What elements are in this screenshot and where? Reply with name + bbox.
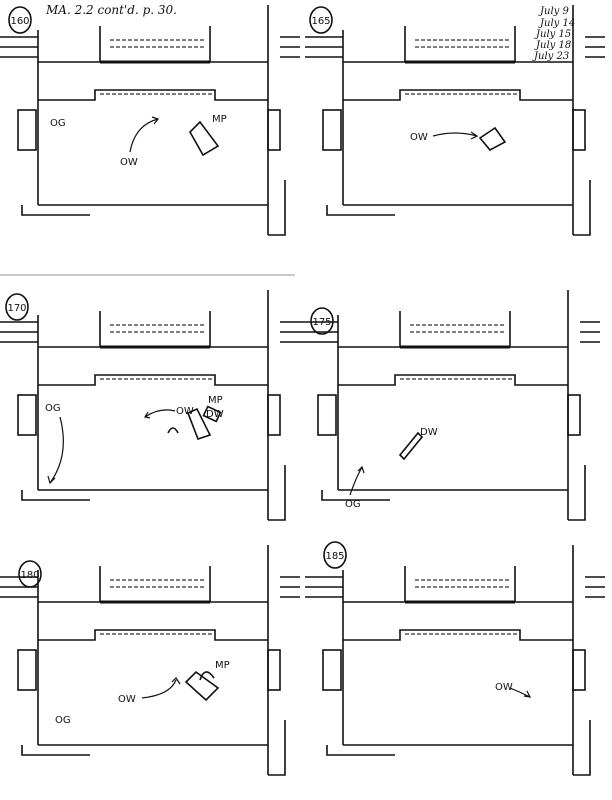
furniture-piece [478, 126, 507, 152]
panel-number-185: 185 [323, 541, 347, 569]
blocking-panel-160: 160 OG OW MP [0, 3, 302, 237]
actor-label: OW [410, 132, 428, 143]
actor-label: MP [208, 395, 223, 406]
furniture-piece [186, 407, 212, 441]
actor-label: OG [55, 715, 71, 726]
actor-label: OW [176, 406, 194, 417]
date-3: July 15 [534, 29, 571, 40]
actor-label: DW [206, 409, 224, 420]
furniture-piece [398, 431, 424, 461]
furniture-piece [189, 120, 220, 157]
actor-label: OG [50, 118, 66, 129]
actor-box [202, 405, 222, 423]
movement-arrow [349, 465, 365, 496]
movement-arrow [144, 409, 176, 419]
actor-label: OG [45, 403, 61, 414]
page-note: MA. 2.2 cont'd. p. 30. [45, 3, 177, 17]
date-4: July 18 [534, 40, 571, 51]
actor-label: DW [420, 427, 438, 438]
actor-label: OW [118, 694, 136, 705]
chair-mark [199, 671, 215, 681]
date-1: July 9 [538, 6, 569, 17]
panel-number: 165 [311, 16, 330, 27]
panel-number-circle [323, 541, 347, 569]
furniture-piece [184, 670, 220, 702]
actor-label: OG [345, 499, 361, 510]
panel-number-circle [18, 560, 42, 588]
panel-number-circle [309, 6, 333, 34]
blocking-panel-180: 180 OG OW MP [0, 543, 302, 777]
blocking-panel-165: 165 OW [303, 3, 607, 237]
rehearsal-dates: July 9 July 14 July 15 July 18 July 23 [532, 6, 575, 62]
panel-number-circle [310, 307, 334, 335]
actor-label: OW [495, 682, 513, 693]
movement-arrow [129, 116, 160, 153]
date-5: July 23 [532, 51, 569, 62]
panel-number-circle [8, 6, 32, 34]
blocking-panel-185: OW 185 [303, 543, 607, 777]
blocking-panel-170: 170 OG OW MP DW [0, 288, 302, 522]
panel-number: 185 [325, 551, 344, 562]
movement-arrow [47, 416, 64, 485]
actor-label: OW [120, 157, 138, 168]
panel-number: 160 [10, 16, 29, 27]
movement-arrow [509, 687, 532, 698]
movement-arrow [141, 677, 181, 699]
panel-number: 175 [312, 317, 331, 328]
panel-number: 170 [7, 303, 26, 314]
blocking-panel-175: 175 DW OG [298, 288, 602, 522]
movement-arrow [432, 131, 479, 140]
chair-mark [167, 427, 179, 434]
date-2: July 14 [538, 18, 575, 29]
actor-label: MP [215, 660, 230, 671]
actor-label: MP [212, 114, 227, 125]
panel-number-circle [5, 293, 29, 321]
panel-number: 180 [20, 570, 39, 581]
